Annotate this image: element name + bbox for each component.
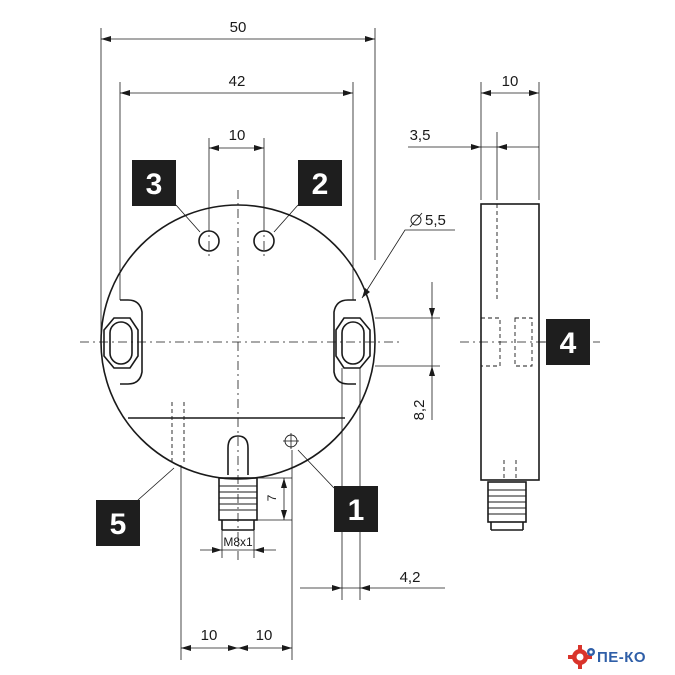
left-mount-slot [103,317,139,369]
dim-top-spacing: 10 [229,127,246,144]
callout-1: 1 [334,486,378,532]
dim-hole-spacing: 42 [229,73,246,90]
dim-connector-length: 7 [265,494,279,501]
svg-text:2: 2 [312,168,329,201]
svg-text:4: 4 [560,327,577,360]
dim-slot-height: 8,2 [411,400,428,421]
side-connector [487,481,527,531]
callout-2: 2 [298,160,342,206]
connector-bulb [227,435,249,475]
dimension-labels: 50 42 10 10 3,5 5,5 8,2 7 M8x1 4,2 10 10 [201,19,519,644]
connector-m8 [218,477,258,531]
side-hidden-slot-b [514,317,533,367]
dimension-lines [100,28,546,660]
dim-bottom-left: 10 [201,627,218,644]
dim-bottom-right: 10 [256,627,273,644]
company-logo: ПЕ-КО [568,645,646,669]
dim-connector-thread: M8x1 [223,535,253,549]
right-mount-slot [335,317,371,369]
dim-overall-width: 50 [230,19,247,36]
front-view [80,190,400,560]
dim-right-offset: 4,2 [400,569,421,586]
side-view [460,203,600,531]
dim-side-thickness: 10 [502,73,519,90]
left-mount-hole [109,321,133,365]
svg-text:1: 1 [348,494,365,527]
dim-hole-diameter: 5,5 [425,212,446,229]
logo-text: ПЕ-КО [597,649,646,666]
dim-side-offset: 3,5 [410,127,431,144]
callout-3: 3 [132,160,176,206]
diameter-symbol-icon [409,212,423,228]
callout-4: 4 [546,319,590,365]
right-mount-hole [341,321,365,365]
gear-icon [568,645,595,669]
callout-5: 5 [96,500,140,546]
svg-text:5: 5 [110,508,127,541]
svg-text:3: 3 [146,168,163,201]
